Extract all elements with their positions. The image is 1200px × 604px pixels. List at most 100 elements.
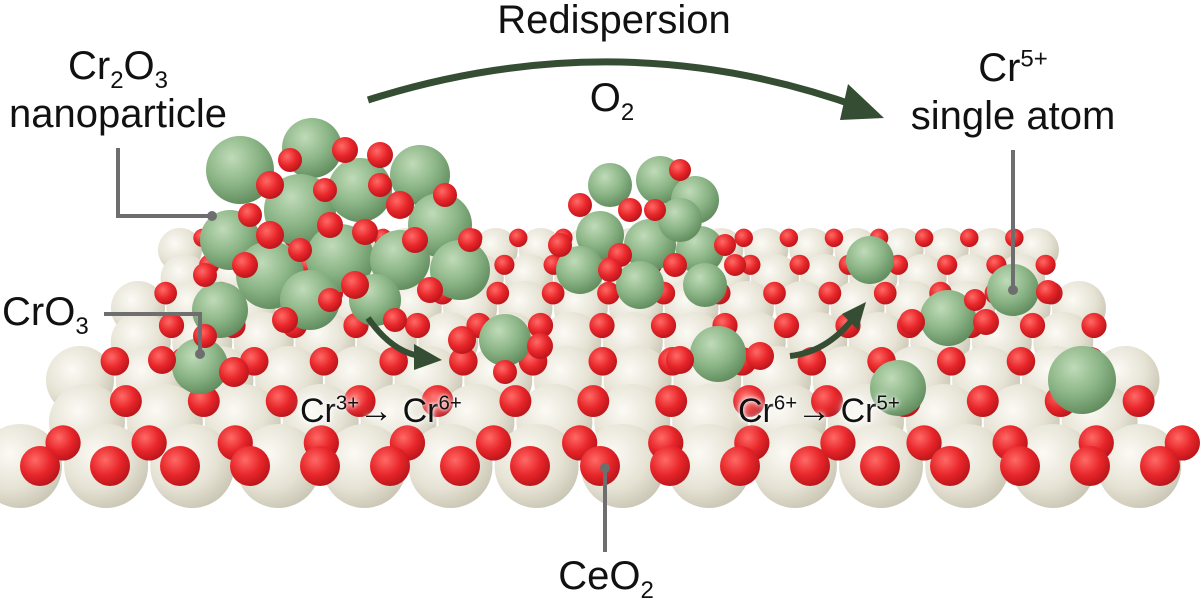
chromium-atom	[479, 314, 531, 366]
oxygen-atom	[740, 254, 761, 275]
oxygen-atom	[1019, 312, 1046, 339]
leader-dot-ceo2	[600, 463, 610, 473]
cerium-atom	[1011, 424, 1096, 508]
chromium-atom	[690, 326, 746, 382]
ceo2-label: CeO2	[558, 554, 654, 604]
migration-arrowhead-left	[414, 344, 442, 370]
oxygen-atom	[724, 254, 746, 276]
redispersion-label: Redispersion	[497, 0, 731, 42]
oxygen-atom	[45, 425, 81, 461]
oxygen-atom	[527, 333, 553, 359]
oxygen-atom	[790, 446, 830, 486]
reaction-cr3-to-cr6: Cr3+→ Cr6+	[300, 392, 462, 430]
oxygen-atom	[789, 254, 810, 275]
nanoparticle-label: Cr2O3 nanoparticle	[9, 44, 227, 136]
oxygen-atom	[193, 324, 217, 348]
oxygen-atom	[499, 385, 532, 418]
reaction-cr6-to-cr5: Cr6+→ Cr5+	[738, 392, 900, 430]
oxygen-atom	[568, 193, 592, 217]
oxygen-atom	[860, 446, 900, 486]
oxygen-atom	[960, 228, 979, 248]
oxygen-atom	[779, 228, 799, 248]
cerium-atom	[666, 424, 751, 508]
cerium-atom	[580, 424, 665, 508]
leader-dot-nanoparticle	[207, 211, 217, 221]
chromium-atom	[1048, 346, 1116, 414]
oxygen-atom	[824, 228, 844, 248]
oxygen-atom	[367, 142, 393, 168]
oxygen-atom	[527, 312, 554, 339]
oxygen-atom	[733, 385, 766, 418]
oxygen-atom	[714, 234, 736, 256]
chromium-species	[148, 118, 1116, 416]
oxygen-atom	[100, 347, 130, 376]
oxygen-atom	[230, 446, 270, 486]
oxygen-atom	[370, 446, 410, 486]
oxygen-atom	[343, 385, 376, 418]
cerium-atom	[1097, 424, 1182, 508]
oxygen-atom	[421, 385, 454, 418]
oxygen-atom	[589, 312, 615, 339]
oxygen-atom	[930, 446, 970, 486]
oxygen-atom	[278, 148, 302, 172]
oxygen-atom	[618, 198, 642, 222]
oxygen-atom	[404, 312, 431, 339]
oxygen-atom	[475, 425, 512, 461]
oxygen-atom	[352, 219, 378, 245]
oxygen-atom	[746, 342, 774, 370]
cerium-atom	[236, 424, 321, 508]
oxygen-atom	[811, 385, 843, 418]
oxygen-atom	[1122, 385, 1155, 418]
chromium-atom	[192, 282, 248, 338]
redispersion-arrowhead	[840, 84, 884, 120]
oxygen-atom	[510, 446, 550, 486]
chromium-atom	[658, 198, 702, 242]
migration-arrowhead-right	[842, 302, 866, 330]
oxygen-atom	[663, 253, 687, 277]
oxygen-atom	[317, 212, 343, 238]
oxygen-atom	[368, 173, 392, 197]
chromium-atom	[870, 360, 926, 416]
oxygen-atom	[386, 191, 414, 219]
chromium-atom	[172, 338, 228, 394]
oxygen-atom	[580, 446, 620, 486]
oxygen-atom	[541, 281, 565, 305]
oxygen-atom	[597, 281, 620, 305]
oxygen-atom	[486, 281, 510, 305]
oxygen-atom	[109, 385, 142, 418]
oxygen-atom	[332, 137, 358, 163]
oxygen-atom	[148, 346, 176, 374]
oxygen-atom	[20, 446, 60, 486]
oxygen-atom	[313, 178, 337, 202]
oxygen-atom	[1140, 446, 1180, 486]
oxygen-atom	[300, 446, 340, 486]
chromium-atom	[920, 290, 976, 346]
oxygen-atom	[644, 199, 666, 221]
oxygen-atom	[973, 309, 999, 335]
oxygen-atom	[669, 159, 691, 181]
oxygen-atom	[256, 221, 284, 249]
cro3-label: CrO3	[2, 290, 89, 340]
oxygen-atom	[160, 446, 200, 486]
oxygen-atom	[193, 263, 217, 287]
oxygen-atom	[288, 238, 312, 262]
oxygen-atom	[577, 385, 610, 418]
oxygen-atom	[449, 347, 478, 376]
oxygen-atom	[598, 258, 622, 282]
oxygen-atom	[1036, 280, 1060, 304]
oxygen-atom	[873, 281, 897, 305]
oxygen-atom	[440, 446, 480, 486]
oxygen-atom	[773, 312, 800, 339]
chromium-atom	[846, 236, 894, 284]
leader-lines	[104, 148, 1015, 552]
oxygen-atom	[90, 446, 130, 486]
migration-arrow-right	[789, 318, 855, 359]
oxygen-atom	[402, 227, 428, 253]
chromium-atom	[588, 163, 632, 207]
oxygen-atom	[964, 289, 986, 311]
oxygen-atom	[666, 346, 694, 374]
single-atom-label: Cr5+ single atom	[910, 45, 1116, 138]
chromium-atom	[683, 263, 727, 307]
oxygen-atom	[458, 228, 482, 252]
